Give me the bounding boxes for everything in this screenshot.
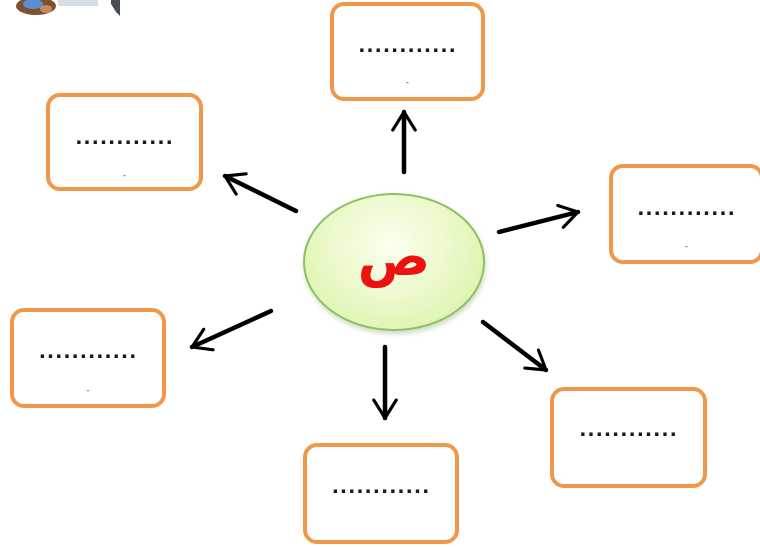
- corner-character-image: [16, 0, 120, 16]
- box-bottom-blank: ............: [331, 476, 431, 498]
- box-lower-right: ............: [550, 387, 707, 488]
- box-lower-left-dash: -: [86, 386, 90, 395]
- box-upper-left-dash: -: [123, 171, 126, 180]
- box-lower-right-blank: ............: [579, 419, 678, 441]
- center-ellipse: ص: [303, 193, 485, 331]
- box-bottom: ............: [303, 443, 459, 544]
- box-lower-left-blank: ............: [38, 341, 138, 363]
- box-upper-right-dash: -: [685, 242, 688, 251]
- box-upper-left-blank: ............: [75, 127, 174, 149]
- box-top: ............ -: [330, 2, 485, 101]
- arrow-lower-right: [480, 319, 549, 373]
- box-top-dash: -: [406, 78, 409, 87]
- box-upper-right: ............ -: [609, 164, 760, 264]
- box-upper-right-blank: ............: [637, 198, 736, 220]
- center-letter: ص: [357, 225, 431, 288]
- arrow-upper-right: [496, 203, 581, 235]
- box-lower-left: ............ -: [10, 308, 166, 408]
- arrow-upper-left: [222, 172, 299, 214]
- arrow-lower-left: [189, 308, 274, 352]
- box-top-blank: ............: [358, 35, 457, 57]
- box-upper-left: ............ -: [46, 93, 203, 191]
